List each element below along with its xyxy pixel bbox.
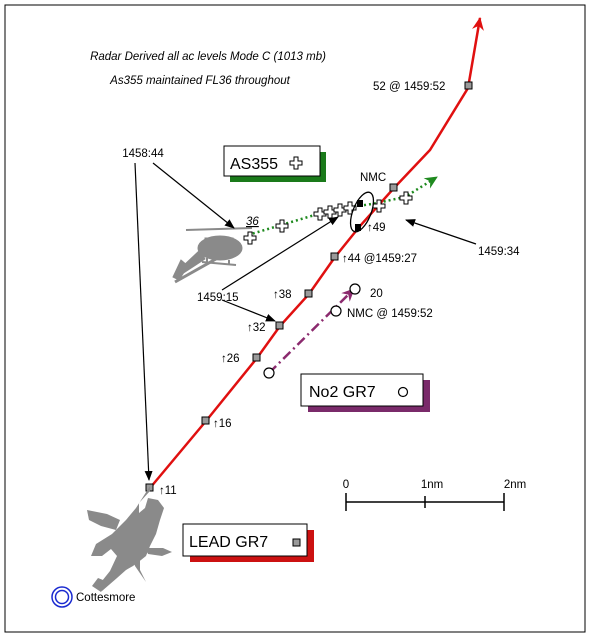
callout-fl52: 52 @ 1459:52 xyxy=(373,81,445,93)
scale-bar xyxy=(346,493,504,511)
callout-nmc-top: NMC xyxy=(360,172,386,184)
arrow-1459-34 xyxy=(406,220,476,244)
scale-label-1nm: 1nm xyxy=(421,479,443,491)
lead-track-plots xyxy=(146,82,472,491)
callout-1459-34: 1459:34 xyxy=(478,246,520,258)
header-line-2: As355 maintained FL36 throughout xyxy=(109,75,290,87)
lead-gr7-jet-silhouette xyxy=(87,486,172,592)
lead-level-32: ↑32 xyxy=(247,322,266,334)
scale-label-0: 0 xyxy=(343,479,349,491)
callout-1459-15: 1459:15 xyxy=(197,292,239,304)
no2-gr7-track xyxy=(269,289,354,373)
cottesmore-airfield-symbol xyxy=(52,587,72,607)
scale-label-2nm: 2nm xyxy=(504,479,526,491)
no2-label: No2 GR7 xyxy=(309,384,376,401)
lead-plot-38 xyxy=(305,290,312,297)
arrow-1458-to-as355 xyxy=(153,163,234,228)
lead-level-26: ↑26 xyxy=(221,353,240,365)
conflict-plot-2 xyxy=(355,224,361,231)
lead-plot-nmc xyxy=(390,184,397,191)
no2-legend-symbol xyxy=(399,388,408,397)
lead-level-16: ↑16 xyxy=(213,418,232,430)
header-line-1: Radar Derived all ac levels Mode C (1013… xyxy=(90,51,326,63)
as355-plots xyxy=(244,192,412,244)
as355-label-box: AS355 xyxy=(224,146,326,182)
no2-level-nmc: NMC @ 1459:52 xyxy=(347,308,433,320)
lead-plot-32 xyxy=(276,322,283,329)
arrow-1458-to-lead xyxy=(135,163,149,480)
lead-plot-26 xyxy=(253,354,260,361)
lead-plot-44 xyxy=(331,253,338,260)
helicopter-level-36: 36 xyxy=(246,216,259,228)
lead-plot-52 xyxy=(465,82,472,89)
callout-arrows xyxy=(135,163,476,480)
lead-plot-16 xyxy=(202,417,209,424)
no2-level-20: 20 xyxy=(370,288,383,300)
lead-level-44: ↑44 @1459:27 xyxy=(342,253,417,265)
no2-label-box: No2 GR7 xyxy=(301,374,430,412)
lead-level-11: ↑11 xyxy=(159,485,177,497)
conflict-plot-1 xyxy=(357,200,363,207)
callout-1458-44: 1458:44 xyxy=(122,148,164,160)
lead-legend-symbol xyxy=(293,539,300,546)
lead-label-box: LEAD GR7 xyxy=(183,524,314,562)
lead-level-49: ↑49 xyxy=(367,222,386,234)
as355-label: AS355 xyxy=(230,156,278,173)
lead-label: LEAD GR7 xyxy=(189,534,268,551)
cottesmore-label: Cottesmore xyxy=(76,592,135,604)
lead-level-38: ↑38 xyxy=(273,289,292,301)
as355-helicopter-silhouette xyxy=(173,228,252,282)
